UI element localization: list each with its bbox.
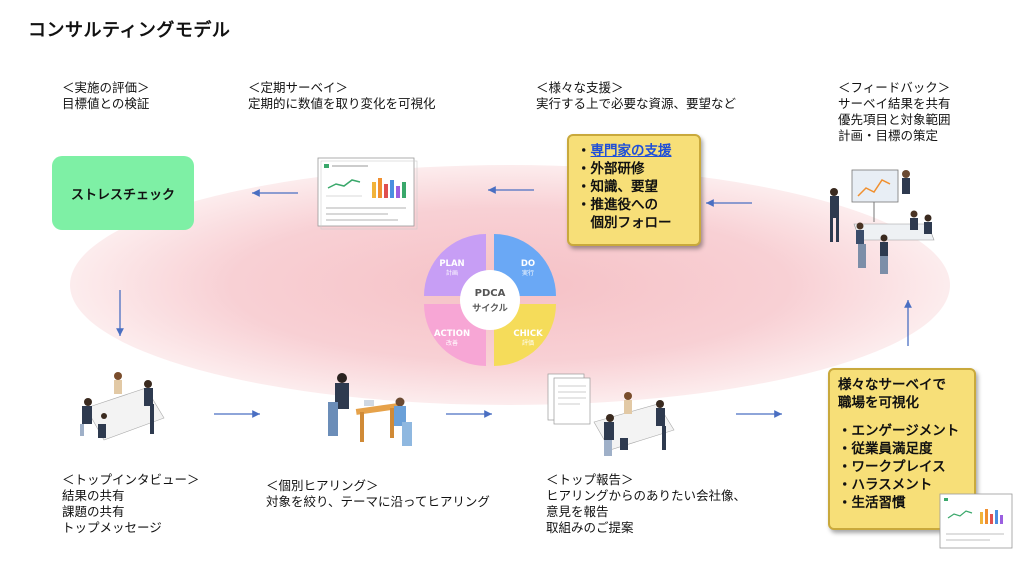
pdca-wheel: PDCA サイクル PLAN 計画 DO 実行 CHICK 評価 ACTION … bbox=[424, 234, 556, 366]
label-heading: ＜個別ヒアリング＞ bbox=[266, 478, 379, 493]
label-line: 意見を報告 bbox=[546, 504, 609, 519]
pdca-do-label: DO bbox=[521, 259, 535, 269]
pdca-do-sub: 実行 bbox=[522, 269, 534, 277]
label-line: 定期的に数値を取り変化を可視化 bbox=[248, 96, 436, 111]
survey-item: ・ハラスメント bbox=[838, 477, 933, 493]
label-line: トップメッセージ bbox=[62, 520, 162, 535]
support-box: ・専門家の支援 ・外部研修 ・知識、要望 ・推進役への 個別フォロー bbox=[567, 134, 701, 246]
pdca-center-bottom: サイクル bbox=[472, 303, 508, 314]
label-heading: ＜様々な支援＞ bbox=[536, 80, 624, 95]
individual-hearing-illustration bbox=[328, 373, 412, 446]
survey-heading: 職場を可視化 bbox=[838, 395, 919, 411]
survey-item: ・従業員満足度 bbox=[838, 441, 933, 457]
survey-item: ・エンゲージメント bbox=[838, 423, 960, 439]
label-line: 結果の共有 bbox=[62, 488, 125, 503]
pdca-check-sub: 評価 bbox=[522, 339, 534, 347]
label-feedback: ＜フィードバック＞ サーベイ結果を共有 優先項目と対象範囲 計画・目標の策定 bbox=[838, 80, 951, 144]
label-evaluation: ＜実施の評価＞ 目標値との検証 bbox=[62, 80, 150, 112]
stress-check-label: ストレスチェック bbox=[70, 187, 175, 203]
survey-report-small-illustration bbox=[939, 493, 1013, 549]
pdca-center bbox=[460, 270, 520, 330]
pdca-action-label: ACTION bbox=[434, 329, 470, 339]
survey-report-illustration bbox=[317, 157, 418, 230]
page-title: コンサルティングモデル bbox=[28, 20, 231, 41]
label-top-interview: ＜トップインタビュー＞ 結果の共有 課題の共有 トップメッセージ bbox=[62, 472, 200, 536]
stress-check-box: ストレスチェック bbox=[52, 156, 194, 230]
survey-item: ・ワークプレイス bbox=[838, 459, 946, 475]
pdca-center-top: PDCA bbox=[475, 288, 506, 299]
pdca-plan-sub: 計画 bbox=[446, 269, 458, 277]
label-heading: ＜トップ報告＞ bbox=[546, 472, 634, 487]
top-interview-illustration bbox=[80, 372, 165, 441]
pdca-action-sub: 改善 bbox=[446, 339, 458, 347]
top-report-illustration bbox=[547, 373, 675, 456]
label-heading: ＜フィードバック＞ bbox=[838, 80, 951, 95]
label-line: ヒアリングからのありたい会社像、 bbox=[546, 488, 747, 503]
label-top-report: ＜トップ報告＞ ヒアリングからのありたい会社像、 意見を報告 取組みのご提案 bbox=[546, 472, 746, 536]
support-item: ・外部研修 bbox=[577, 161, 645, 177]
survey-heading: 様々なサーベイで bbox=[838, 377, 946, 393]
pdca-plan-label: PLAN bbox=[439, 259, 464, 269]
support-item: ・推進役への bbox=[577, 197, 658, 213]
label-heading: ＜トップインタビュー＞ bbox=[62, 472, 200, 487]
label-heading: ＜実施の評価＞ bbox=[62, 80, 150, 95]
label-line: 対象を絞り、テーマに沿ってヒアリング bbox=[266, 494, 490, 509]
expert-support-link[interactable]: 専門家の支援 bbox=[590, 143, 672, 159]
label-heading: ＜定期サーベイ＞ bbox=[248, 80, 349, 95]
label-line: 取組みのご提案 bbox=[546, 520, 634, 535]
support-item: ・知識、要望 bbox=[577, 179, 658, 195]
support-item: 個別フォロー bbox=[577, 215, 672, 231]
label-line: 計画・目標の策定 bbox=[838, 128, 939, 143]
label-individual-hearing: ＜個別ヒアリング＞ 対象を絞り、テーマに沿ってヒアリング bbox=[266, 478, 490, 510]
label-line: 課題の共有 bbox=[62, 504, 125, 519]
label-support: ＜様々な支援＞ 実行する上で必要な資源、要望など bbox=[536, 80, 736, 112]
label-line: 実行する上で必要な資源、要望など bbox=[536, 96, 737, 111]
label-line: 優先項目と対象範囲 bbox=[838, 112, 951, 127]
label-regular-survey: ＜定期サーベイ＞ 定期的に数値を取り変化を可視化 bbox=[248, 80, 436, 112]
feedback-meeting-illustration bbox=[830, 169, 935, 274]
label-line: 目標値との検証 bbox=[62, 96, 150, 111]
pdca-check-label: CHICK bbox=[513, 329, 543, 339]
survey-item: ・生活習慣 bbox=[838, 495, 906, 511]
label-line: サーベイ結果を共有 bbox=[838, 96, 951, 111]
